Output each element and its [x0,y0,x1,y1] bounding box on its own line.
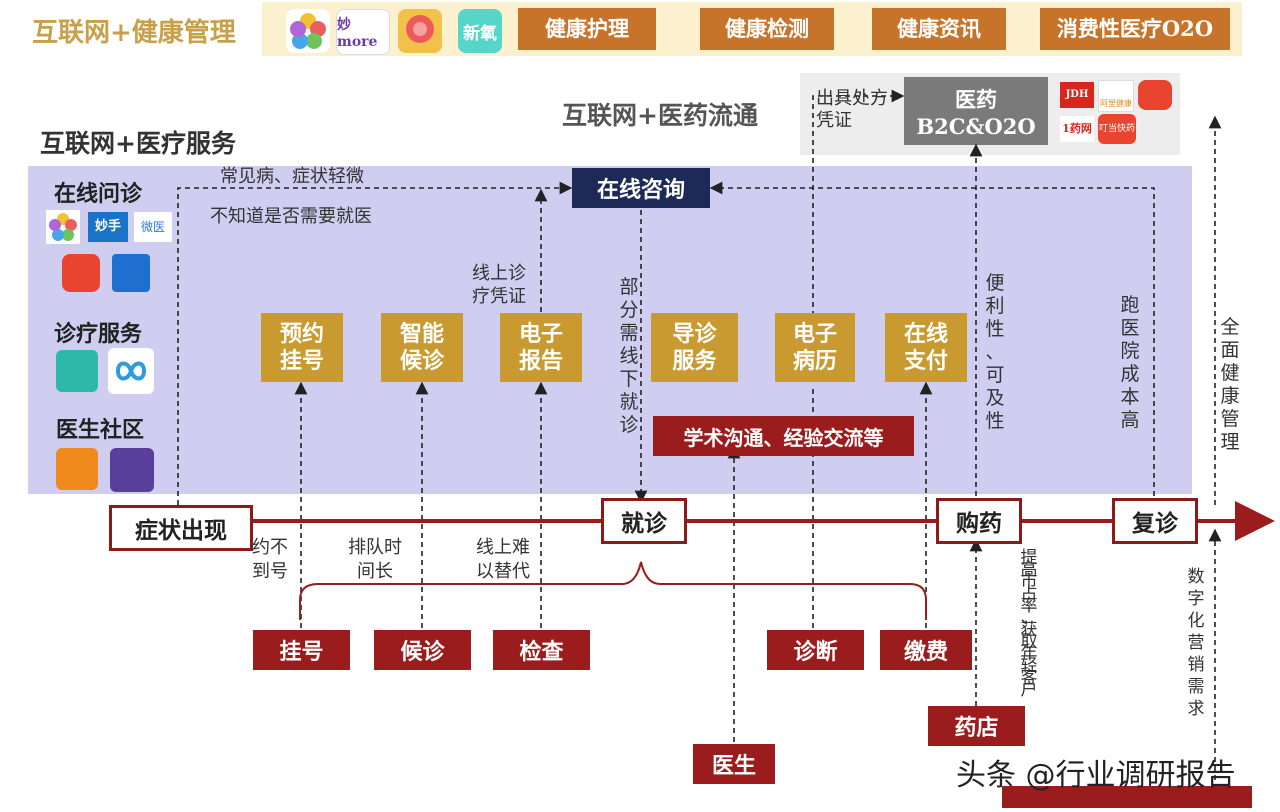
app-logo-grapefruit-icon [398,9,442,53]
health-care-button[interactable]: 健康护理 [518,8,656,50]
medical-app-icon [112,254,150,292]
e-hospital-logo-icon [56,350,98,392]
guidance-service-box: 导诊 服务 [651,313,738,382]
jdh-logo-icon: JDH [1060,82,1094,108]
purple-community-logo-icon [110,448,154,492]
register-step: 挂号 [253,630,350,670]
academic-exchange-box: 学术沟通、经验交流等 [653,416,914,456]
symptom-stage: 症状出现 [109,505,253,551]
miaoshou-logo-icon: 妙手 [88,212,128,242]
doctor-community-heading: 医生社区 [56,417,145,443]
pharma-box-line2: B2C&O2O [916,113,1036,139]
orange-community-logo-icon [56,448,98,490]
app-logo-miaoshou-icon: 妙more [336,9,390,55]
pharma-b2c-o2o-box: 医药 B2C&O2O [904,77,1048,145]
visit-stage: 就诊 [601,498,687,544]
health-testing-button[interactable]: 健康检测 [700,8,834,50]
doctor-step: 医生 [693,744,775,784]
111-logo-icon: 1药网 [1060,116,1094,142]
online-payment-box: 在线 支付 [885,313,967,382]
app-logo-xinyang-icon: 新氧 [458,9,502,53]
pharma-box-line1: 医药 [955,86,997,112]
payment-step: 缴费 [880,630,972,670]
online-cert-label: 线上诊 疗凭证 [472,263,526,307]
partial-offline-label: 部 分 需 线 下 就 诊 [619,276,639,436]
consumer-medical-o2o-button[interactable]: 消费性医疗O2O [1040,8,1230,50]
electronic-record-box: 电子 病历 [775,313,855,382]
pingan-good-doctor-icon [62,254,100,292]
examination-step: 检查 [493,630,590,670]
electronic-report-box: 电子 报告 [500,313,582,382]
watermark-bar [1002,786,1252,808]
app-logo-flower-small-icon [46,210,80,244]
digital-marketing-label: 数 字 化 营 销 需 求 [1187,567,1205,719]
full-health-label: 全 面 健 康 管 理 [1220,316,1240,453]
dingdang-logo-icon: 叮当快药 [1098,114,1136,144]
convenience-label: 便 利 性 、 可 及 性 [985,272,1005,432]
waiting-step: 候诊 [374,630,471,670]
weiyi-logo-icon: 微医 [134,212,172,242]
market-share-label: 提 高 市 占 率 、 获 取 年 轻 客 户 [1020,548,1038,700]
online-consult-heading: 在线问诊 [54,181,143,207]
watermark-text: 头条 @行业调研报告 [956,758,1236,793]
hard-replace-label: 线上难 以替代 [476,537,530,582]
purchase-stage: 购药 [936,498,1022,544]
medical-service-area [28,166,1192,494]
not-sure-label: 不知道是否需要就医 [210,206,372,227]
prescription-label: 出具处方 凭证 [816,88,888,131]
revisit-stage: 复诊 [1112,498,1198,544]
pharmacy-step: 药店 [928,706,1025,746]
diagnosis-service-heading: 诊疗服务 [54,321,143,347]
health-news-button[interactable]: 健康资讯 [872,8,1006,50]
diagnosis-step: 诊断 [767,630,864,670]
health-management-title: 互联网+健康管理 [32,18,236,48]
medicine-circulation-title: 互联网+医药流通 [562,101,758,130]
infinity-logo-icon [108,348,154,394]
high-cost-label: 跑 医 院 成 本 高 [1120,294,1140,431]
cant-book-label: 约不 到号 [252,537,288,582]
app-logo-flower-icon [286,9,330,53]
common-disease-label: 常见病、症状轻微 [220,166,364,187]
long-queue-label: 排队时 间长 [348,537,402,582]
smart-waiting-box: 智能 候诊 [381,313,463,382]
pingan-logo-icon [1138,80,1172,110]
appointment-booking-box: 预约 挂号 [261,313,343,382]
ali-health-logo-icon: 阿里健康 [1098,80,1134,112]
online-consult-box: 在线咨询 [572,168,710,208]
medical-service-title: 互联网+医疗服务 [40,129,236,158]
